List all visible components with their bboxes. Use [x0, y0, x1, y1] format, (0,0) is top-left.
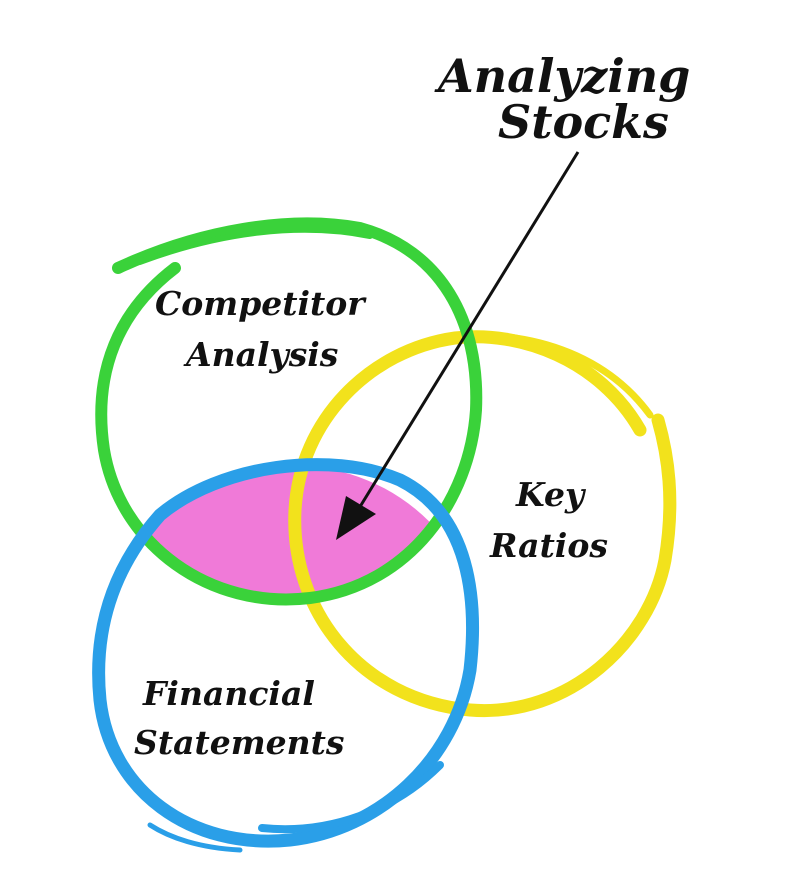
key-ratios-circle	[288, 330, 677, 718]
diagram-title-line-2: Stocks	[498, 95, 669, 149]
competitor-analysis-label-line-2: Analysis	[183, 335, 338, 374]
key-ratios-label-line-2: Ratios	[489, 526, 608, 565]
competitor-analysis-circle	[95, 217, 483, 606]
financial-statements-label-line-1: Financial	[142, 674, 315, 713]
financial-statements-circle	[92, 458, 480, 853]
diagram-title-line-1: Analyzing	[434, 49, 690, 103]
competitor-analysis-label-line-1: Competitor	[155, 284, 367, 323]
pointer-arrow	[336, 151, 580, 540]
financial-statements-label-line-2: Statements	[134, 723, 344, 762]
key-ratios-label-line-1: Key	[515, 475, 587, 514]
